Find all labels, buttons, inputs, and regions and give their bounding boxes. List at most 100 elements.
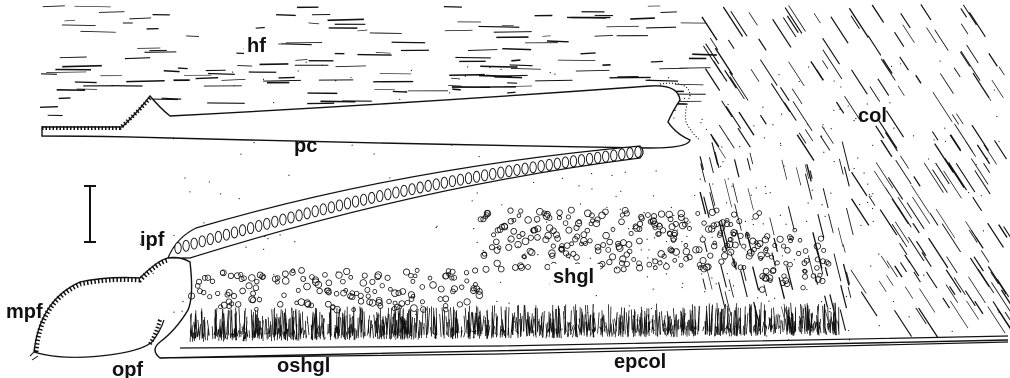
- stipple-dot: [651, 308, 652, 309]
- hf-stroke: [129, 18, 151, 19]
- ipf-cell: [385, 189, 391, 200]
- hf-stroke: [576, 70, 610, 71]
- hf-stroke: [370, 33, 402, 34]
- col-stroke: [870, 87, 880, 102]
- ipf-cell: [457, 174, 463, 185]
- col-stroke: [751, 69, 759, 81]
- shgl-cell: [566, 215, 570, 219]
- col-stroke: [728, 40, 734, 49]
- stipple-dot: [752, 219, 753, 220]
- shgl-cell: [415, 268, 419, 272]
- col-stroke: [822, 60, 827, 68]
- shgl-cell: [304, 283, 311, 290]
- stipple-dot: [616, 268, 617, 269]
- stipple-dot: [799, 81, 800, 82]
- shgl-cell: [529, 249, 535, 255]
- stipple-dot: [253, 142, 254, 143]
- ipf-cell: [562, 157, 568, 168]
- stipple-dot: [421, 305, 422, 306]
- hf-stroke: [580, 53, 595, 54]
- stipple-dot: [823, 128, 824, 129]
- stipple-dot: [501, 204, 502, 205]
- ipf-cell: [635, 147, 641, 158]
- hymenial-hair: [231, 333, 232, 337]
- col-stroke: [773, 19, 791, 47]
- col-stroke: [988, 306, 1005, 333]
- hf-stroke: [278, 77, 294, 78]
- stipple-dot: [867, 202, 868, 203]
- hymenial-hair: [232, 310, 233, 340]
- stipple-dot: [352, 145, 353, 146]
- stipple-dot: [711, 277, 712, 278]
- hymenial-hair: [606, 322, 607, 333]
- hymenial-hair: [571, 325, 573, 331]
- hymenial-hair: [583, 314, 584, 332]
- shgl-cell: [323, 272, 328, 277]
- hymenial-hair: [760, 302, 761, 331]
- shgl-cell: [629, 231, 633, 235]
- hf-stroke: [494, 32, 532, 33]
- shgl-cell: [430, 282, 437, 289]
- shgl-cell: [555, 236, 561, 242]
- stipple-dot: [702, 235, 703, 236]
- shgl-cell: [349, 275, 353, 279]
- shgl-cell: [239, 272, 243, 276]
- hf-stroke: [178, 68, 188, 69]
- shgl-cell: [784, 261, 788, 265]
- hymenial-hair: [777, 314, 779, 329]
- col-stroke: [706, 44, 719, 64]
- shgl-cell: [557, 210, 563, 216]
- col-stroke: [748, 188, 753, 210]
- ipf-cell: [554, 158, 560, 169]
- stipple-dot: [944, 128, 945, 129]
- shgl-cell: [526, 265, 531, 270]
- shgl-cell: [362, 273, 367, 278]
- shgl-cell: [525, 217, 532, 224]
- col-stroke: [868, 36, 881, 56]
- hymenial-hair: [539, 319, 540, 336]
- ipf-cell: [417, 182, 423, 193]
- stipple-dot: [546, 222, 547, 223]
- hf-stroke: [630, 18, 655, 19]
- stipple-dot: [654, 237, 655, 238]
- col-stroke: [975, 301, 983, 314]
- columella-strokes: [700, 4, 1010, 337]
- stipple-dot: [968, 192, 969, 193]
- stipple-dot: [720, 166, 721, 167]
- hymenial-hair: [784, 307, 785, 330]
- hf-stroke: [186, 36, 199, 37]
- stipple-dot: [996, 116, 997, 117]
- hf-stroke: [511, 60, 520, 61]
- col-stroke: [851, 270, 866, 294]
- shgl-cell: [370, 279, 375, 284]
- shgl-cell: [551, 244, 555, 248]
- col-stroke: [823, 188, 828, 208]
- col-stroke: [921, 4, 931, 19]
- stipple-dot: [712, 237, 713, 238]
- stipple-dot: [682, 287, 683, 288]
- hf-stroke: [510, 65, 533, 66]
- col-stroke: [992, 80, 1004, 98]
- stipple-dot: [591, 173, 592, 174]
- ipf-cell: [603, 151, 609, 162]
- stipple-dot: [756, 187, 757, 188]
- stipple-dot: [722, 161, 723, 162]
- col-stroke: [831, 17, 848, 43]
- stipple-dot: [859, 204, 860, 205]
- stipple-dot: [700, 179, 701, 180]
- shgl-cell: [234, 273, 240, 279]
- hymenial-hair: [549, 316, 550, 334]
- hf-stroke: [208, 74, 235, 75]
- hymenial-hair: [372, 324, 373, 338]
- ipf-cell: [199, 236, 205, 247]
- hf-stroke: [449, 75, 485, 76]
- hymenial-hair: [304, 330, 305, 335]
- stipple-dot: [267, 238, 268, 239]
- stipple-dot: [509, 240, 510, 241]
- col-stroke: [929, 238, 948, 268]
- ipf-cell: [514, 164, 520, 175]
- shgl-cell: [498, 266, 504, 272]
- hymenial-hair: [266, 333, 268, 334]
